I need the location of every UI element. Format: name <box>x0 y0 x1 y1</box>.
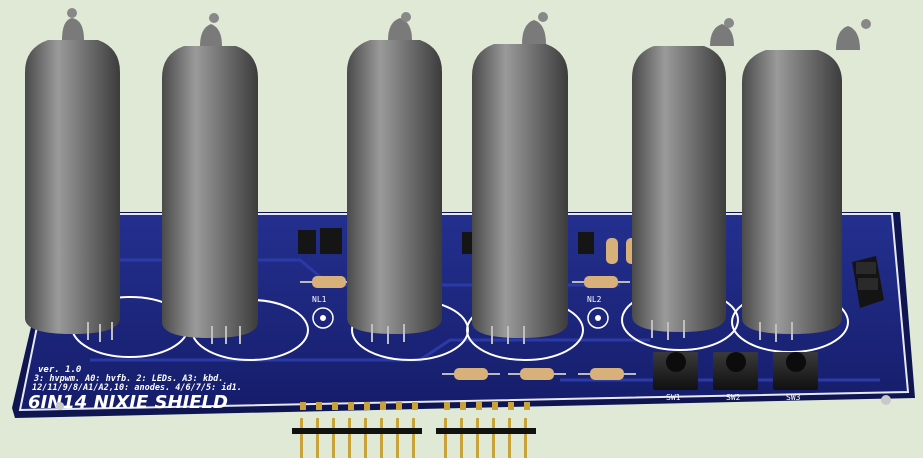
nixie-tube <box>742 19 871 334</box>
neon-label-2: NL2 <box>587 295 602 304</box>
nixie-tube <box>632 18 734 332</box>
switch-2: SW2 <box>713 352 758 402</box>
side-connector <box>852 256 884 308</box>
resistor <box>508 368 566 380</box>
header-pins-right <box>436 402 536 458</box>
mounting-holes <box>56 395 891 410</box>
switch-label-3: SW3 <box>786 393 801 402</box>
resistor <box>578 368 636 380</box>
header-pins-left <box>292 402 422 458</box>
switch-3: SW3 <box>773 352 818 402</box>
resistor <box>442 368 500 380</box>
switch-label-1: SW1 <box>666 393 681 402</box>
version-label: ver. 1.0 <box>38 365 82 375</box>
resistor <box>572 276 630 288</box>
nixie-tube <box>25 8 120 334</box>
board-title: 6IN14 NIXIE SHIELD <box>28 392 228 413</box>
pinout-line-1: 3: hvpwm. A0: hvfb. 2: LEDs. A3: kbd. <box>33 374 223 384</box>
neon-lamp-2: NL2 <box>587 295 609 329</box>
nixie-tube <box>347 12 442 334</box>
nixie-tube <box>162 13 258 338</box>
neon-lamp-1: NL1 <box>312 295 334 329</box>
pinout-line-2: 12/11/9/8/A1/A2,10: anodes. 4/6/7/5: id1… <box>32 382 242 393</box>
switch-1: SW1 <box>653 352 698 402</box>
switch-label-2: SW2 <box>726 393 741 402</box>
transistors <box>298 228 594 254</box>
neon-label-1: NL1 <box>312 295 327 304</box>
tube-pins <box>87 320 793 344</box>
silkscreen-text: ver. 1.0 3: hvpwm. A0: hvfb. 2: LEDs. A3… <box>28 365 242 413</box>
nixie-tube <box>472 12 568 338</box>
